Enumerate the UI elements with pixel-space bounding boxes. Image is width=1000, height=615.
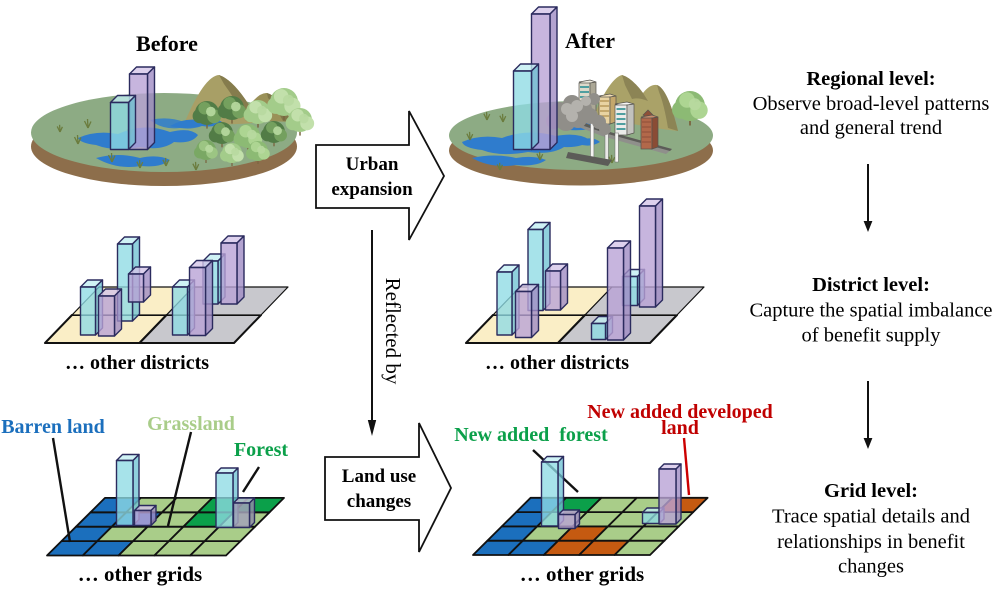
svg-text:and general trend: and general trend [800, 117, 942, 139]
svg-text:Barren land: Barren land [1, 416, 105, 438]
svg-text:Grassland: Grassland [147, 413, 235, 435]
svg-text:Reflected by: Reflected by [381, 278, 405, 385]
svg-text:Observe broad-level patterns: Observe broad-level patterns [753, 93, 990, 115]
svg-text:New added forest: New added forest [454, 424, 608, 446]
svg-text:expansion: expansion [331, 179, 413, 200]
svg-text:… other grids: … other grids [520, 562, 644, 586]
svg-text:changes: changes [838, 556, 904, 578]
svg-text:District level:: District level: [812, 274, 930, 296]
svg-text:Trace spatial details and: Trace spatial details and [772, 506, 970, 528]
svg-text:changes: changes [347, 491, 411, 512]
svg-text:land: land [661, 417, 699, 439]
svg-text:Grid level:: Grid level: [824, 480, 918, 502]
svg-text:New added developed: New added developed [587, 401, 773, 423]
svg-text:… other districts: … other districts [65, 352, 209, 374]
svg-text:Before: Before [136, 31, 198, 56]
svg-text:Regional level:: Regional level: [806, 68, 935, 90]
svg-text:After: After [565, 28, 615, 53]
svg-text:relationships in benefit: relationships in benefit [777, 531, 965, 553]
svg-text:of benefit supply: of benefit supply [802, 325, 942, 347]
svg-text:… other districts: … other districts [485, 352, 629, 374]
svg-text:… other grids: … other grids [78, 562, 202, 586]
svg-text:Forest: Forest [234, 439, 288, 461]
svg-text:Land use: Land use [342, 466, 416, 487]
svg-text:Capture the spatial imbalance: Capture the spatial imbalance [749, 300, 992, 322]
svg-text:Urban: Urban [346, 154, 399, 175]
